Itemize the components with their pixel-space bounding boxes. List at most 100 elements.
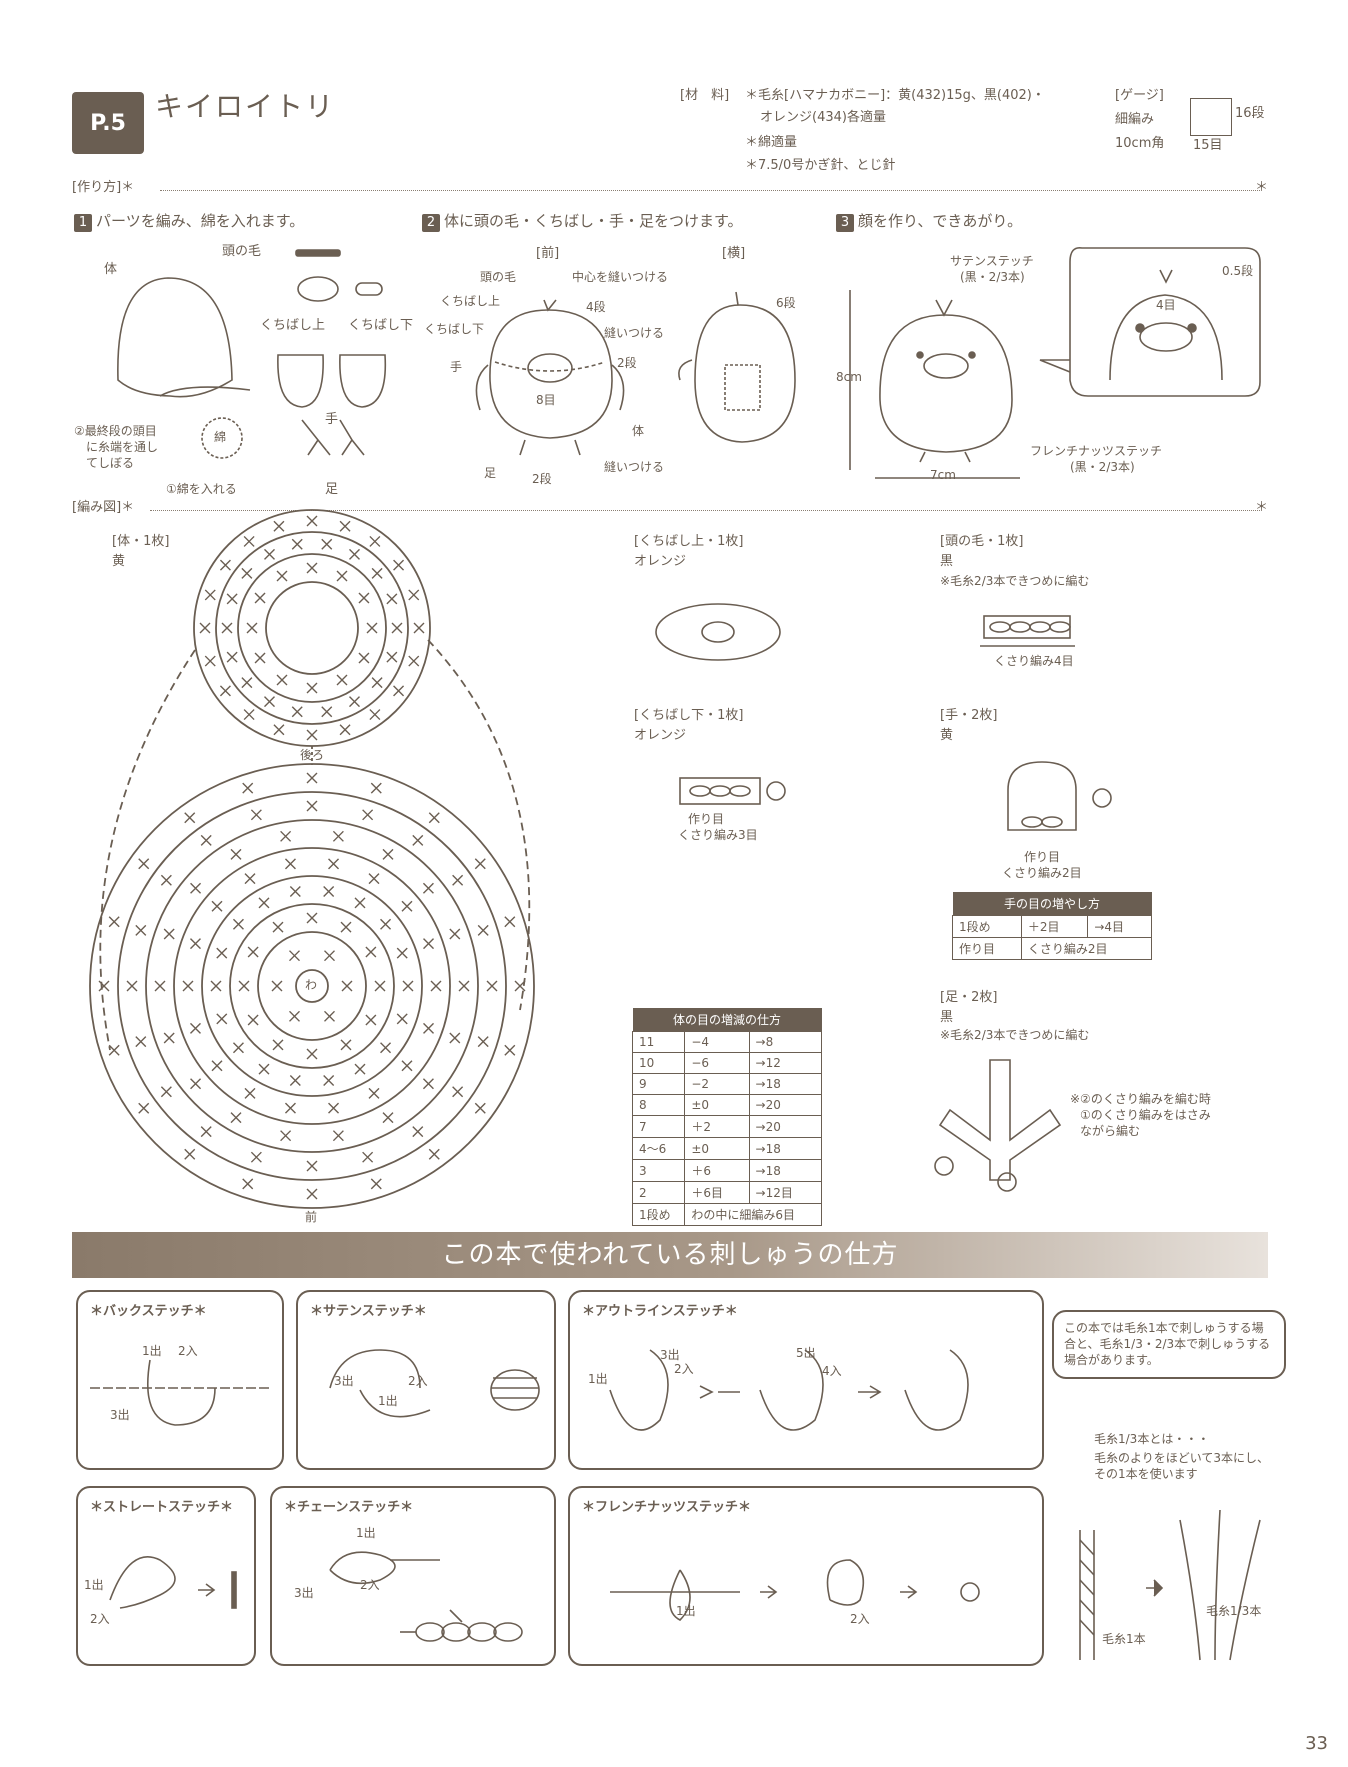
crochet-stitch-mark (163, 1032, 175, 1044)
crochet-stitch-mark (402, 980, 414, 992)
crochet-stitch-mark (204, 655, 216, 667)
crochet-stitch-mark (332, 1130, 344, 1142)
materials-label: [材 料] (680, 88, 730, 103)
chart-divider (150, 510, 1260, 511)
s2-row2-label: 2段 (617, 356, 637, 370)
crochet-stitch-mark (210, 980, 222, 992)
crochet-stitch-mark (276, 674, 288, 686)
crochet-stitch-mark (412, 834, 424, 846)
crochet-stitch-mark (386, 593, 398, 605)
body-chart-back: 後ろ (300, 748, 325, 762)
body-table-row: 3＋6→18 (631, 1159, 823, 1182)
crochet-stitch-mark (264, 696, 275, 708)
french-out1: 1出 (676, 1604, 696, 1618)
crochet-stitch-mark (382, 1112, 394, 1124)
crochet-stitch-mark (341, 980, 353, 992)
hand-table-title: 手の目の増やし方 (952, 892, 1152, 916)
s2-sew2-label: 縫いつける (604, 460, 665, 474)
crochet-stitch-mark (190, 882, 202, 894)
third-title: 毛糸1/3本とは・・・ (1094, 1432, 1210, 1446)
crochet-stitch-mark (221, 622, 233, 634)
crochet-stitch-mark (401, 1060, 413, 1072)
s2-front-label: [前] (536, 246, 560, 261)
hair-color: 黒 (940, 554, 954, 569)
body-table-cell: 1段め (631, 1203, 686, 1226)
hair-title: [頭の毛・1枚] (940, 534, 1024, 549)
crochet-stitch-mark (189, 938, 201, 950)
body-table-cell: →12目 (748, 1181, 823, 1204)
crochet-stitch-mark (163, 928, 175, 940)
crochet-stitch-mark (412, 1126, 424, 1138)
crochet-stitch-mark (340, 1039, 352, 1051)
hand-increase-table: 手の目の増やし方 1段め＋2目→4目 作り目くさり編み2目 (952, 892, 1153, 960)
gauge-line2: 10cm角 (1115, 136, 1165, 151)
materials-line3: ＊綿適量 (745, 135, 798, 150)
crochet-stitch-mark (452, 874, 464, 886)
crochet-stitch-mark (230, 1112, 242, 1124)
crochet-stitch-mark (422, 1078, 434, 1090)
s1-cotton-label: 綿 (214, 430, 227, 444)
crochet-stitch-mark (291, 706, 303, 718)
crochet-stitch-mark (306, 515, 318, 527)
crochet-stitch-mark (332, 830, 344, 842)
crochet-stitch-mark (230, 848, 242, 860)
crochet-stitch-mark (271, 980, 283, 992)
s2-body-label: 体 (632, 424, 645, 438)
crochet-stitch-mark (368, 873, 380, 885)
crochet-stitch-mark (108, 1044, 120, 1056)
step3-text: 顔を作り、できあがり。 (858, 212, 1023, 230)
s3-width: 7cm (930, 468, 956, 482)
body-table-cell: →18 (748, 1159, 823, 1182)
body-table-row: 2＋6目→12目 (631, 1181, 823, 1204)
crochet-stitch-mark (380, 918, 392, 930)
crochet-stitch-mark (258, 1063, 270, 1075)
crochet-stitch-mark (391, 622, 403, 634)
crochet-stitch-mark (244, 1087, 256, 1099)
straight-in2: 2入 (90, 1612, 110, 1626)
crochet-stitch-mark (284, 858, 296, 870)
step2-number: 2 (422, 214, 440, 232)
crochet-stitch-mark (247, 1014, 259, 1026)
s2-sew-label: 縫いつける (604, 326, 665, 340)
materials-line2: オレンジ(434)各適量 (760, 110, 886, 125)
crochet-stitch-mark (306, 800, 318, 812)
step1-number: 1 (74, 214, 92, 232)
s3-french-label: フレンチナッツステッチ (1030, 444, 1163, 458)
outline-stitch-title: ＊アウトラインステッチ＊ (582, 1304, 738, 1319)
crochet-stitch-mark (413, 622, 425, 634)
crochet-stitch-mark (408, 655, 420, 667)
crochet-stitch-mark (370, 1178, 382, 1190)
crochet-stitch-mark (306, 682, 318, 694)
crochet-stitch-mark (422, 882, 434, 894)
crochet-stitch-mark (243, 535, 255, 547)
crochet-stitch-mark (449, 928, 461, 940)
s2-hand-label: 手 (450, 360, 463, 374)
crochet-stitch-mark (306, 1048, 318, 1060)
materials-line4: ＊7.5/0号かぎ針、とじ針 (745, 158, 896, 173)
chart-section-label: [編み図]＊ (72, 500, 135, 515)
body-table-cell: ＋6 (684, 1159, 750, 1182)
body-table-row: 8±0→20 (631, 1094, 823, 1116)
outline-out5: 5出 (796, 1346, 816, 1360)
crochet-stitch-mark (336, 674, 348, 686)
crochet-stitch-mark (273, 520, 285, 532)
french-stitch-box: ＊フレンチナッツステッチ＊ (568, 1486, 1044, 1666)
crochet-stitch-mark (354, 897, 366, 909)
crochet-stitch-mark (393, 685, 405, 697)
crochet-stitch-mark (430, 980, 442, 992)
crochet-stitch-mark (199, 622, 211, 634)
gauge-rows: 16段 (1235, 106, 1265, 121)
s2-beak-bottom-label: くちばし下 (424, 322, 485, 336)
beak-top-color: オレンジ (634, 554, 687, 569)
back-stitch-title: ＊バックステッチ＊ (90, 1304, 207, 1319)
crochet-stitch-mark (504, 1044, 516, 1056)
body-chart-title: [体・1枚] (112, 534, 170, 549)
s1-hand-label: 手 (325, 412, 339, 427)
beak-bottom-color: オレンジ (634, 728, 687, 743)
crochet-stitch-mark (349, 696, 360, 708)
